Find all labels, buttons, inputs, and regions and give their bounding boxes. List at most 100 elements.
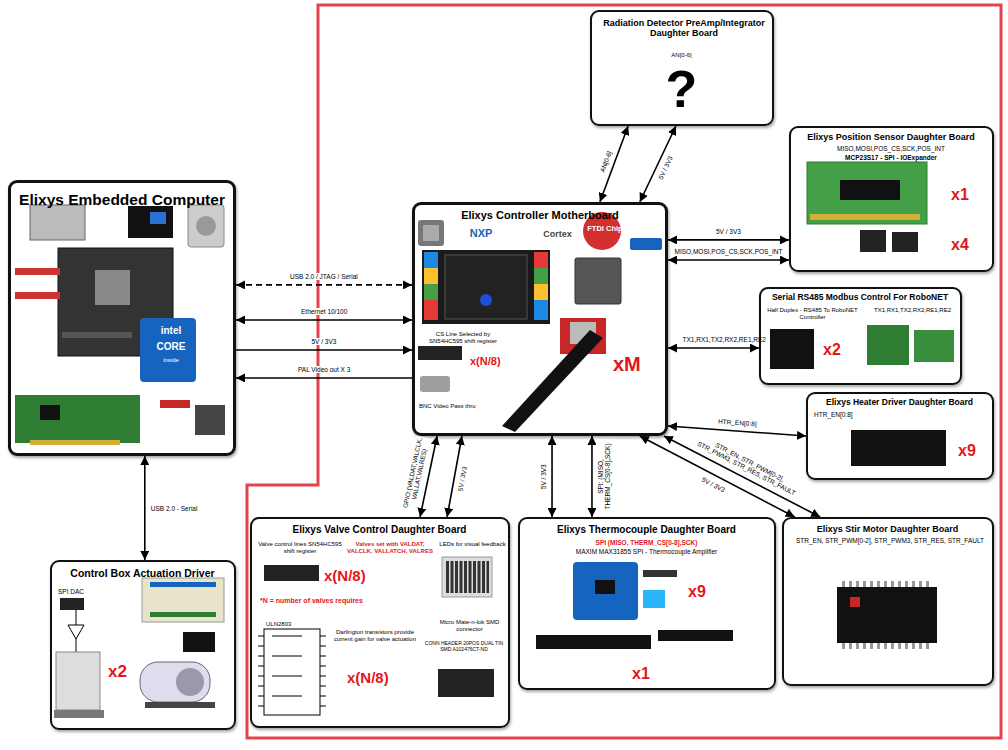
box-text: ULN2803	[266, 621, 326, 628]
box-text: Micro Mate-n-lok SMD connector	[432, 619, 507, 633]
driver-box: Control Box Actuation DriverSPI DAC x2	[50, 560, 236, 730]
header-pins	[150, 582, 216, 587]
box-text: STR_EN, STR_PWM[0-2], STR_PWM3, STR_RES,…	[790, 537, 990, 544]
signal-connector	[591, 436, 593, 517]
signal-label: 5V / 3V3	[457, 464, 469, 492]
box-text: TX1,RX1,TX2,RX2,RE1,RE2	[866, 307, 959, 314]
ti-logo	[850, 597, 860, 607]
box-text: x(N/8)	[324, 567, 382, 584]
box-text: intel	[143, 325, 199, 337]
terminal-block	[867, 325, 909, 365]
box-text: x2	[823, 341, 849, 359]
pin-group	[424, 252, 438, 268]
signal-label: 5V / 3V3	[540, 463, 547, 490]
ram-stick	[15, 268, 60, 275]
led-bar	[442, 557, 492, 597]
box-text: CS Line Selected by SN54HC595 shift regi…	[419, 331, 507, 345]
box-text: LEDs for visual feedback	[438, 541, 507, 548]
shift-register	[418, 346, 462, 360]
expander-chip	[840, 180, 900, 200]
lpc-board	[422, 250, 550, 324]
ftdi-chip	[575, 258, 621, 304]
daughter-board-box: Elixys Thermocouple Daughter BoardSPI (M…	[518, 517, 776, 690]
box-title: Serial RS485 Modbus Control For RoboNET	[761, 293, 959, 303]
signal-label: MISO,MOSI,POS_CS,SCK,POS_INT	[674, 248, 784, 255]
signal-label: 5V / 3V3	[656, 154, 674, 182]
box-text: Cortex	[535, 229, 580, 239]
pin-group	[424, 268, 438, 284]
darlington-schematic	[264, 629, 320, 715]
signal-connector	[664, 436, 820, 517]
power-supply	[30, 205, 85, 240]
signal-label: GPIO:(VALDAT,VALCLK, VALLAT,VALRES)	[401, 436, 431, 511]
shift-register	[264, 565, 319, 581]
schematic-lines	[258, 636, 326, 706]
io-expander-board	[807, 162, 927, 224]
box-text: x1	[632, 665, 658, 683]
signal-connector	[236, 319, 412, 321]
pump-base	[145, 702, 215, 708]
box-text: ?	[592, 60, 771, 120]
box-text: FTDI Chip	[587, 225, 623, 234]
bnc-connector	[420, 376, 450, 392]
box-text: SPI DAC	[58, 588, 102, 595]
terminal-block	[643, 590, 665, 608]
signal-connector	[668, 259, 789, 261]
capture-card	[15, 395, 140, 443]
motherboard-box: Elixys Controller MotherboardNXP Cortex FT…	[412, 202, 668, 436]
board-core	[445, 255, 527, 319]
board-connector	[536, 635, 651, 649]
chip-die	[423, 225, 439, 241]
box-title: Elixys Valve Control Daughter Board	[252, 524, 507, 536]
pump	[140, 662, 210, 702]
relay	[183, 632, 215, 652]
box-title: Elixys Embedded Computer	[11, 191, 233, 209]
ssd-logo	[150, 212, 166, 224]
ssd-card	[128, 206, 173, 238]
pump-motor	[176, 668, 204, 696]
box-title: Control Box Actuation Driver	[52, 567, 233, 579]
pin-group	[534, 252, 548, 268]
daughter-board-box: Elixys Heater Driver Daughter BoardHTR_E…	[806, 392, 994, 480]
daughter-board-box: Elixys Valve Control Daughter BoardValve…	[250, 517, 510, 728]
edge-connector	[502, 330, 603, 432]
usb-bracket	[195, 405, 225, 435]
box-text: MCP23S17 - SPI - IOExpander	[791, 154, 991, 161]
arduino-board	[142, 578, 224, 622]
board-connector	[658, 630, 733, 641]
box-title: Elixys Stir Motor Daughter Board	[784, 524, 991, 534]
signal-label: 5V / 3V3	[311, 338, 338, 345]
signal-connector	[144, 456, 146, 560]
box-text: x(N/8)	[347, 669, 405, 686]
thermocouple-board	[573, 562, 638, 620]
box-text: Half Duplex - RS485 To RoboNET Controlle…	[765, 307, 860, 321]
led-segments	[446, 561, 489, 593]
chip-icon	[418, 220, 444, 246]
signal-connector	[236, 377, 412, 379]
solid-state-relay	[851, 430, 946, 466]
box-text: Darlington transistors provide current g…	[332, 629, 418, 643]
box-text: NXP	[463, 227, 499, 240]
signal-label: AN[0-6]	[598, 149, 613, 174]
box-text: x9	[688, 583, 718, 601]
box-text: x1	[951, 186, 981, 204]
mate-n-lok-connector	[438, 669, 494, 697]
box-text: SPI (MISO, THERM_CS[0-8],SCK)	[520, 539, 773, 546]
computer-box: Elixys Embedded ComputerintelCOREinside	[8, 180, 236, 456]
signal-connector	[236, 284, 412, 286]
signal-connector	[640, 126, 676, 202]
signal-label: STR_EN, STR_PWM[0-2], STR_PWM3, STR_RES,…	[695, 433, 801, 498]
signal-label: USB 2.0 / JTAG / Serial	[289, 273, 359, 280]
box-text: CORE	[143, 341, 199, 353]
box-text: x2	[108, 662, 138, 682]
box-title: Elixys Controller Motherboard	[415, 209, 665, 222]
signal-connector	[668, 426, 806, 436]
header-pins	[150, 612, 216, 617]
box-text: AN[0-6]	[592, 52, 771, 59]
signal-label: Ethernet 10/100	[300, 308, 348, 315]
signal-connector	[236, 349, 412, 351]
box-title: Elixys Thermocouple Daughter Board	[520, 524, 773, 536]
